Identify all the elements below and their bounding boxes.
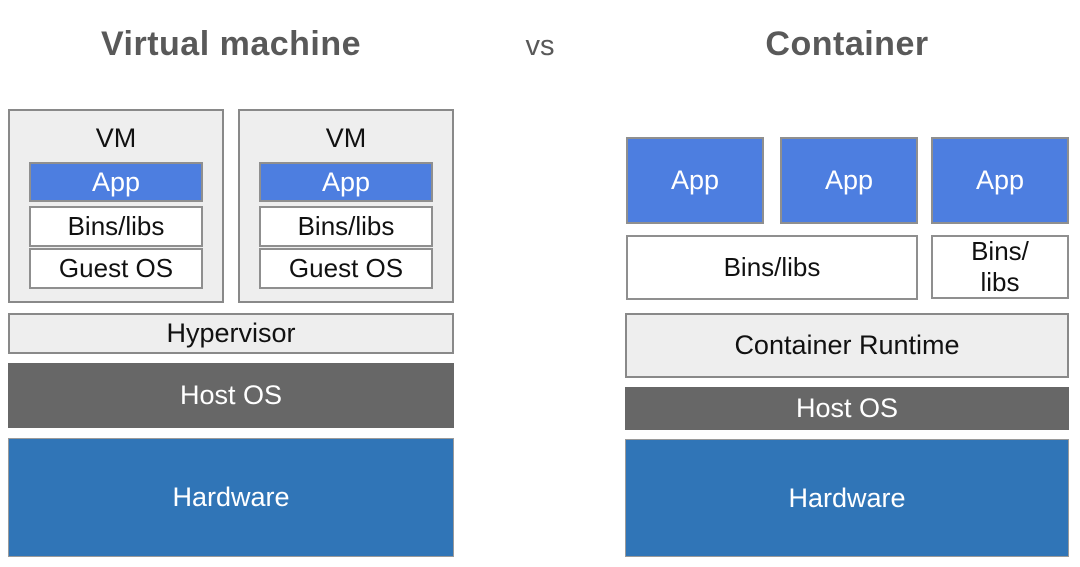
vm-host-os-bar: Host OS <box>8 363 454 428</box>
vm2-bins-libs-layer: Bins/libs <box>259 206 433 247</box>
vm1-bins-libs-layer: Bins/libs <box>29 206 203 247</box>
container-bins-libs-narrow: Bins/ libs <box>931 235 1069 299</box>
vm2-app-layer: App <box>259 162 433 202</box>
vm-label: VM <box>95 122 137 153</box>
vs-label: vs <box>525 29 555 62</box>
container-app-3: App <box>931 137 1069 224</box>
vm-box-2: VM App Bins/libs Guest OS <box>238 109 454 303</box>
vm1-app-layer: App <box>29 162 203 202</box>
container-hardware-bar: Hardware <box>625 439 1069 557</box>
left-column-title: Virtual machine <box>100 24 362 63</box>
hypervisor-bar: Hypervisor <box>8 313 454 354</box>
vm-label: VM <box>325 122 367 153</box>
vm-hardware-bar: Hardware <box>8 438 454 557</box>
vm1-guest-os-layer: Guest OS <box>29 248 203 289</box>
vm-box-1: VM App Bins/libs Guest OS <box>8 109 224 303</box>
right-column-title: Container <box>765 24 929 63</box>
container-app-2: App <box>780 137 918 224</box>
container-app-1: App <box>626 137 764 224</box>
vm2-guest-os-layer: Guest OS <box>259 248 433 289</box>
container-runtime-bar: Container Runtime <box>625 313 1069 378</box>
container-bins-libs-wide: Bins/libs <box>626 235 918 300</box>
container-host-os-bar: Host OS <box>625 387 1069 430</box>
